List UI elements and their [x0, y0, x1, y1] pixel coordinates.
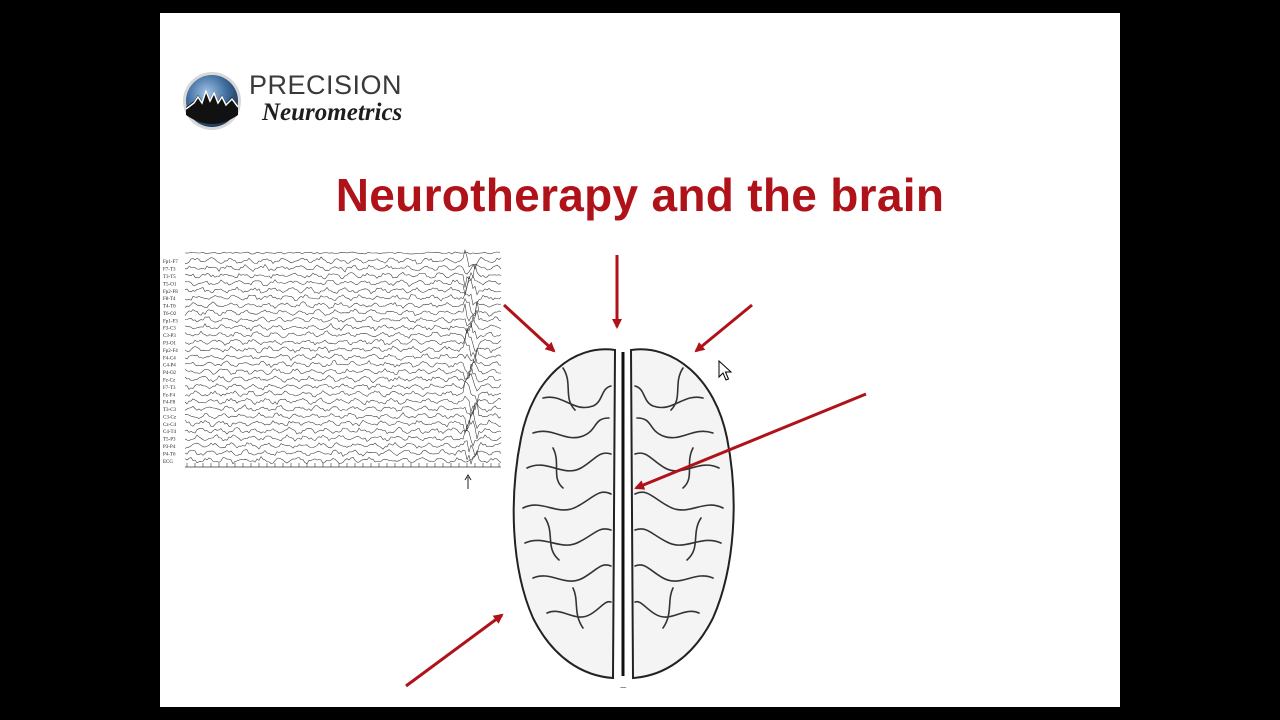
slide: PRECISION Neurometrics Neurotherapy and … [160, 13, 1120, 707]
eeg-channel-label: F8-T4 [163, 297, 176, 302]
eeg-channel-label: F4-F8 [163, 401, 176, 406]
eeg-channel-label: C4-T4 [163, 430, 177, 435]
eeg-channel-label: F7-T3 [163, 386, 176, 391]
eeg-channel-label: C4-P4 [163, 364, 176, 369]
eeg-channel-label: Fp2-F4 [163, 349, 178, 354]
eeg-channel-label: Fp2-F8 [163, 290, 178, 295]
eeg-channel-label: P4-O2 [163, 371, 177, 376]
brain-figure-label: E [618, 684, 627, 688]
eeg-channel-label: T4-T6 [163, 305, 176, 310]
eeg-channel-label: P3-O1 [163, 342, 177, 347]
slide-title: Neurotherapy and the brain [335, 169, 945, 221]
arrow-lower-left [405, 613, 504, 688]
eeg-channel-label: T5-O1 [163, 282, 177, 287]
eeg-channel-label: F7-T3 [163, 268, 176, 273]
logo-line2: Neurometrics [262, 99, 403, 126]
eeg-channel-label: F3-C3 [163, 327, 176, 332]
eeg-channel-label: Fz-F4 [163, 393, 175, 398]
eeg-channel-label: T6-O2 [163, 312, 177, 317]
eeg-channel-label: P3-P4 [163, 445, 176, 450]
eeg-channel-label: F4-C4 [163, 356, 176, 361]
eeg-channel-label: Cz-C4 [163, 423, 177, 428]
eeg-channel-label: P4-T6 [163, 452, 176, 457]
logo: PRECISION Neurometrics [182, 70, 412, 135]
mountain-globe-icon [183, 72, 241, 130]
eeg-channel-label: Fp1-F7 [163, 260, 178, 265]
eeg-channel-label: Fp1-F3 [163, 319, 178, 324]
eeg-channel-label: C3-Cz [163, 415, 177, 420]
eeg-channel-label: ECG [163, 460, 173, 465]
eeg-channel-label: Fz-Cz [163, 378, 176, 383]
logo-line1: PRECISION [249, 70, 403, 100]
brain-illustration: E [512, 348, 735, 688]
eeg-channel-label: T3-C3 [163, 408, 177, 413]
mouse-cursor-icon [718, 360, 733, 381]
eeg-channel-label: C3-P3 [163, 334, 176, 339]
eeg-channel-label: T3-T5 [163, 275, 176, 280]
eeg-channel-label: T5-P3 [163, 438, 176, 443]
eeg-recording-image: Fp1-F7F7-T3T3-T5T5-O1Fp2-F8F8-T4T4-T6T6-… [163, 249, 502, 489]
